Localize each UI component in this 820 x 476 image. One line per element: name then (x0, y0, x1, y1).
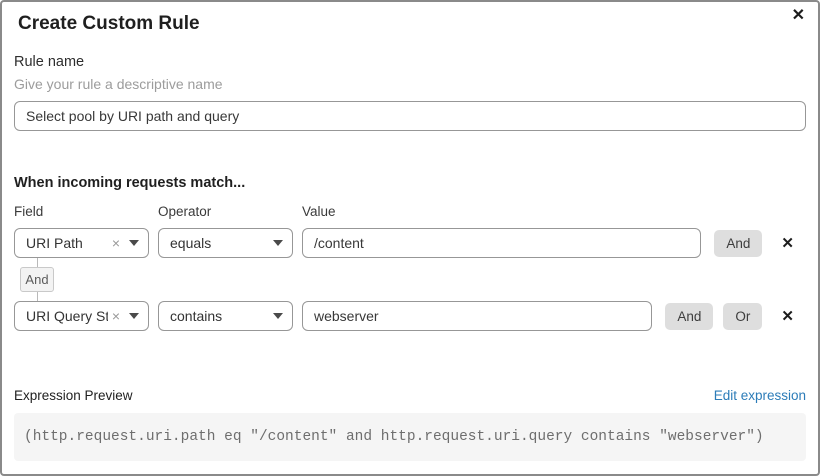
operator-select-value: equals (170, 235, 212, 251)
field-select-value: URI Query St... (26, 308, 108, 324)
expression-preview-code: (http.request.uri.path eq "/content" and… (14, 413, 806, 461)
expression-preview-label: Expression Preview (14, 388, 133, 403)
clear-field-icon[interactable]: × (111, 308, 120, 324)
field-select-value: URI Path (26, 235, 83, 251)
connector-and-badge: And (20, 267, 54, 292)
match-section-heading: When incoming requests match... (14, 175, 246, 191)
operator-select[interactable]: contains (158, 301, 293, 331)
builder-column-labels: Field Operator Value (14, 204, 806, 220)
expression-preview-header: Expression Preview Edit expression (14, 388, 806, 404)
add-or-button[interactable]: Or (723, 302, 763, 330)
value-input[interactable] (302, 228, 702, 258)
field-select[interactable]: URI Path × (14, 228, 149, 258)
connector-line-bottom (37, 292, 38, 301)
operator-select-value: contains (170, 308, 223, 324)
field-select[interactable]: URI Query St... × (14, 301, 149, 331)
rule-name-helper-text: Give your rule a descriptive name (14, 76, 223, 92)
field-column-label: Field (14, 204, 44, 219)
operator-select[interactable]: equals (158, 228, 293, 258)
value-input[interactable] (302, 301, 653, 331)
delete-row-icon[interactable]: ✕ (781, 307, 794, 325)
chevron-down-icon (273, 313, 283, 319)
condition-connector: And (20, 258, 806, 301)
chevron-down-icon (129, 313, 139, 319)
close-icon[interactable]: ✕ (791, 7, 805, 24)
add-and-button[interactable]: And (665, 302, 714, 330)
condition-row: URI Path × equals And ✕ (14, 228, 806, 258)
rule-name-label: Rule name (14, 54, 85, 70)
dialog-body: Rule name Give your rule a descriptive n… (2, 54, 818, 461)
rule-name-input[interactable] (14, 101, 806, 131)
condition-row: URI Query St... × contains And Or ✕ (14, 301, 806, 331)
clear-field-icon[interactable]: × (111, 235, 120, 251)
delete-row-icon[interactable]: ✕ (781, 234, 794, 252)
expression-text: (http.request.uri.path eq "/content" and… (24, 429, 764, 445)
value-column-label: Value (302, 204, 336, 219)
chevron-down-icon (129, 240, 139, 246)
dialog-title: Create Custom Rule (18, 13, 200, 34)
operator-column-label: Operator (158, 204, 212, 219)
add-and-button[interactable]: And (714, 229, 763, 257)
edit-expression-link[interactable]: Edit expression (713, 388, 806, 403)
chevron-down-icon (273, 240, 283, 246)
connector-line-top (37, 258, 38, 267)
